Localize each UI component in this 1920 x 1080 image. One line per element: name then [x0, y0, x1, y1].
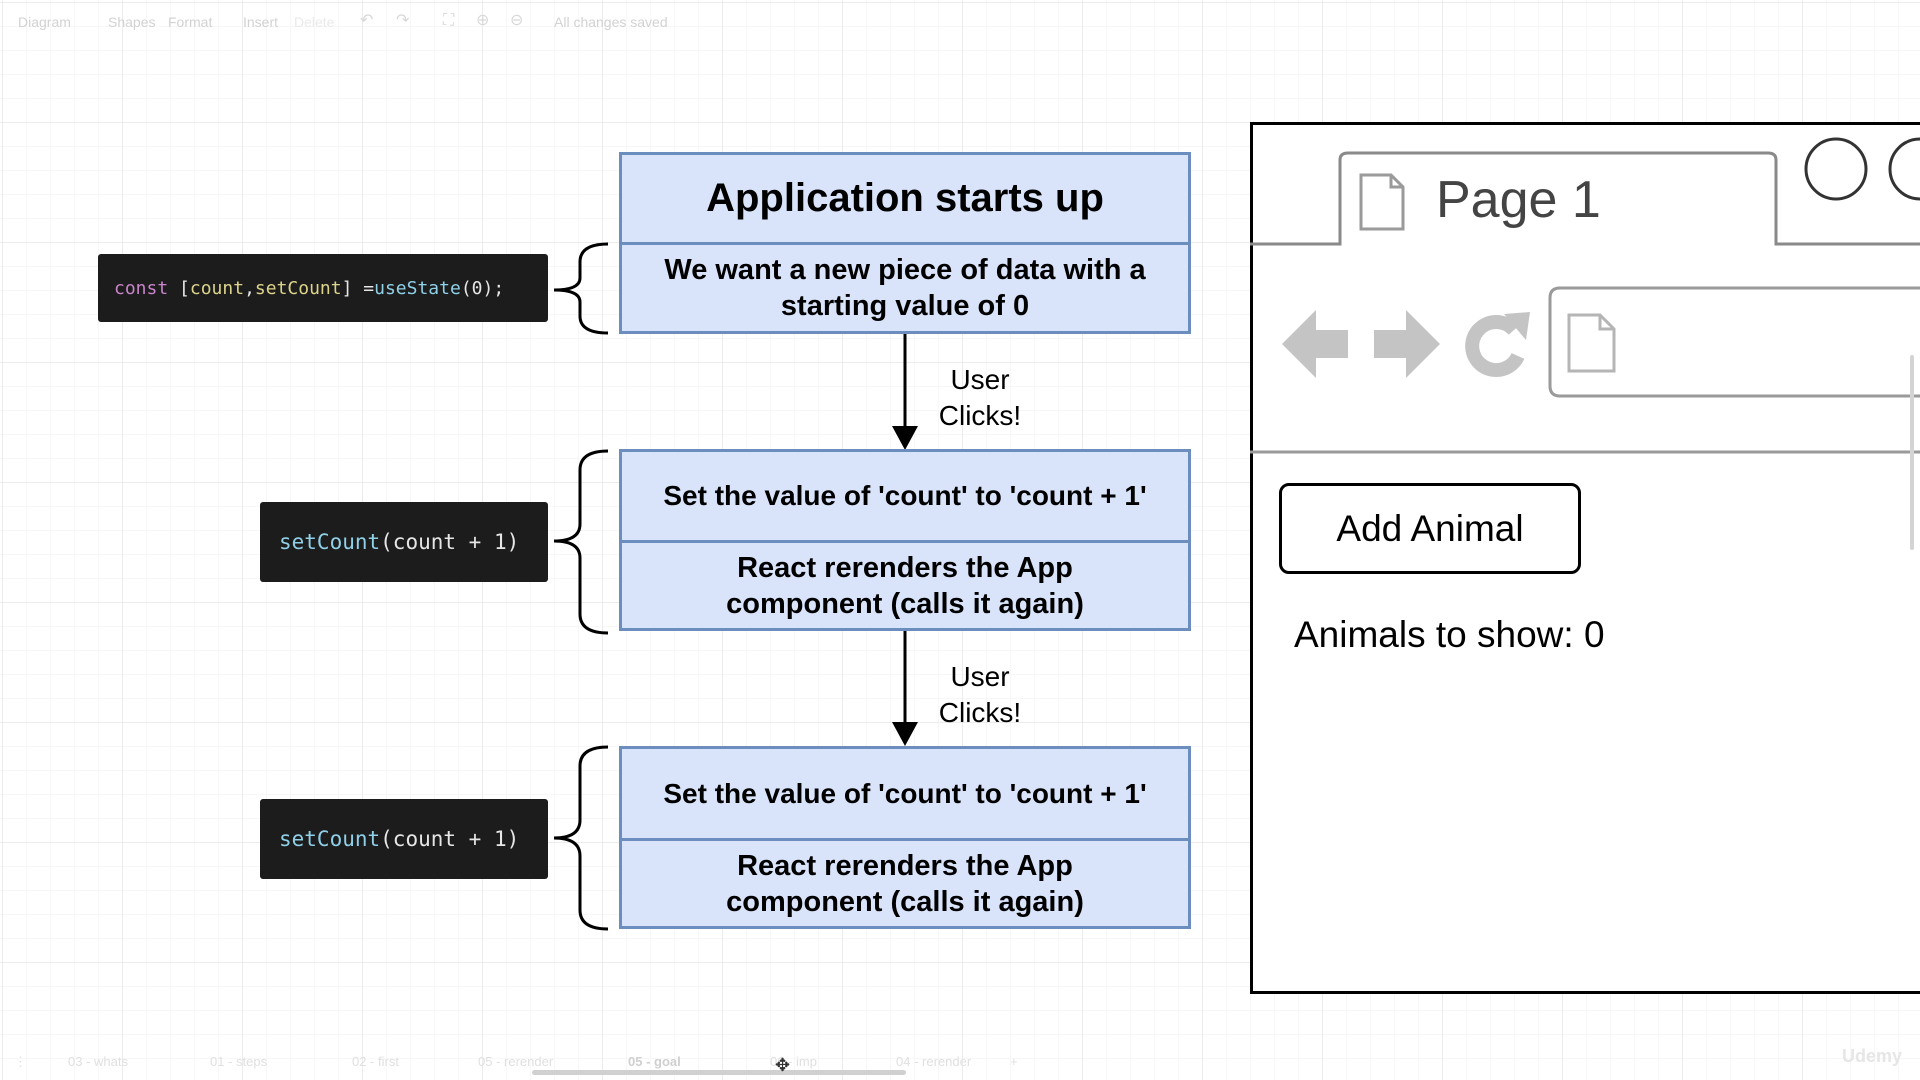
shapes-button[interactable]: Shapes	[108, 14, 156, 30]
undo-icon[interactable]: ↶	[360, 12, 374, 29]
page-tab-active[interactable]: 05 - goal	[628, 1054, 681, 1069]
code-var-setcount: setCount	[254, 277, 342, 299]
tab-title[interactable]: Page 1	[1436, 171, 1601, 229]
arrow-head-1	[892, 426, 918, 450]
diagram-menu[interactable]: Diagram	[18, 14, 71, 30]
page-tab[interactable]: 04 - rerender	[896, 1054, 972, 1069]
rerender-text-1: React rerenders the App component (calls…	[622, 540, 1188, 628]
code-usestate: const [count, setCount] = useState(0);	[98, 254, 548, 322]
add-page-icon[interactable]: +	[1010, 1054, 1018, 1069]
arrow-head-2	[892, 722, 918, 746]
horizontal-scrollbar[interactable]	[532, 1070, 906, 1075]
code-setcount-2: setCount(count + 1)	[260, 799, 548, 879]
vertical-scrollbar[interactable]	[1910, 355, 1914, 550]
code-args: (count + 1)	[380, 827, 520, 851]
delete-button[interactable]: Delete	[294, 14, 335, 30]
code-keyword: const	[114, 277, 169, 299]
redo-icon[interactable]: ↷	[396, 12, 410, 29]
insert-button[interactable]: Insert	[243, 14, 279, 30]
address-bar	[1548, 286, 1920, 398]
code-bracket-open: [	[179, 277, 190, 299]
fullscreen-icon[interactable]: ⛶	[443, 12, 455, 29]
start-description: We want a new piece of data with a start…	[622, 242, 1188, 331]
code-args: (0);	[460, 277, 505, 299]
start-title: Application starts up	[706, 176, 1104, 220]
page-icon	[1359, 173, 1405, 231]
update-box-2: Set the value of 'count' to 'count + 1' …	[619, 746, 1191, 929]
browser-chrome	[1250, 137, 1920, 454]
zoom-in-icon[interactable]: ⊕	[476, 12, 490, 29]
code-args: (count + 1)	[380, 530, 520, 554]
udemy-watermark: Udemy	[1842, 1046, 1903, 1066]
animals-count-text: Animals to show: 0	[1294, 614, 1605, 655]
code-fn-setcount: setCount	[279, 827, 381, 851]
set-value-text-1: Set the value of 'count' to 'count + 1'	[663, 480, 1147, 511]
rerender-text-2: React rerenders the App component (calls…	[622, 838, 1188, 926]
reload-icon[interactable]	[1462, 308, 1532, 380]
page-tab[interactable]: 06 - imp	[770, 1054, 817, 1069]
save-status: All changes saved	[554, 14, 668, 30]
brace-2	[553, 449, 609, 635]
window-control-circle	[1804, 137, 1868, 201]
page-tabs: ⋮ 03 - whats 01 - steps 02 - first 05 - …	[0, 1048, 1920, 1080]
pages-menu-icon[interactable]: ⋮	[14, 1054, 27, 1069]
user-clicks-label-2: User Clicks!	[938, 661, 1022, 728]
code-bracket-close: ] =	[341, 277, 375, 299]
update-box-1: Set the value of 'count' to 'count + 1' …	[619, 449, 1191, 631]
code-setcount-1: setCount(count + 1)	[260, 502, 548, 582]
start-box: Application starts up We want a new piec…	[619, 152, 1191, 334]
code-fn-setcount: setCount	[279, 530, 381, 554]
page-tab[interactable]: 05 - rerender	[478, 1054, 554, 1069]
page-tab[interactable]: 03 - whats	[68, 1054, 128, 1069]
back-arrow-icon[interactable]	[1280, 306, 1350, 382]
code-fn-usestate: useState	[374, 277, 461, 299]
brace-3	[553, 745, 609, 931]
user-clicks-label-1: User Clicks!	[938, 364, 1022, 431]
zoom-out-icon[interactable]: ⊖	[510, 12, 524, 29]
move-cursor-icon: ✥	[775, 1055, 791, 1075]
add-animal-button[interactable]: Add Animal	[1279, 483, 1581, 574]
page-tab[interactable]: 01 - steps	[210, 1054, 268, 1069]
set-value-text-2: Set the value of 'count' to 'count + 1'	[663, 777, 1147, 809]
code-comma: ,	[244, 277, 255, 299]
page-icon	[1567, 313, 1616, 373]
window-control-circle	[1888, 137, 1920, 201]
brace-1	[553, 242, 609, 335]
page-tab[interactable]: 02 - first	[352, 1054, 399, 1069]
forward-arrow-icon[interactable]	[1372, 306, 1442, 382]
code-var-count: count	[189, 277, 245, 299]
format-button[interactable]: Format	[168, 14, 213, 30]
editor-toolbar: Diagram Shapes Format Insert Delete ↶ ↷ …	[0, 0, 1920, 46]
